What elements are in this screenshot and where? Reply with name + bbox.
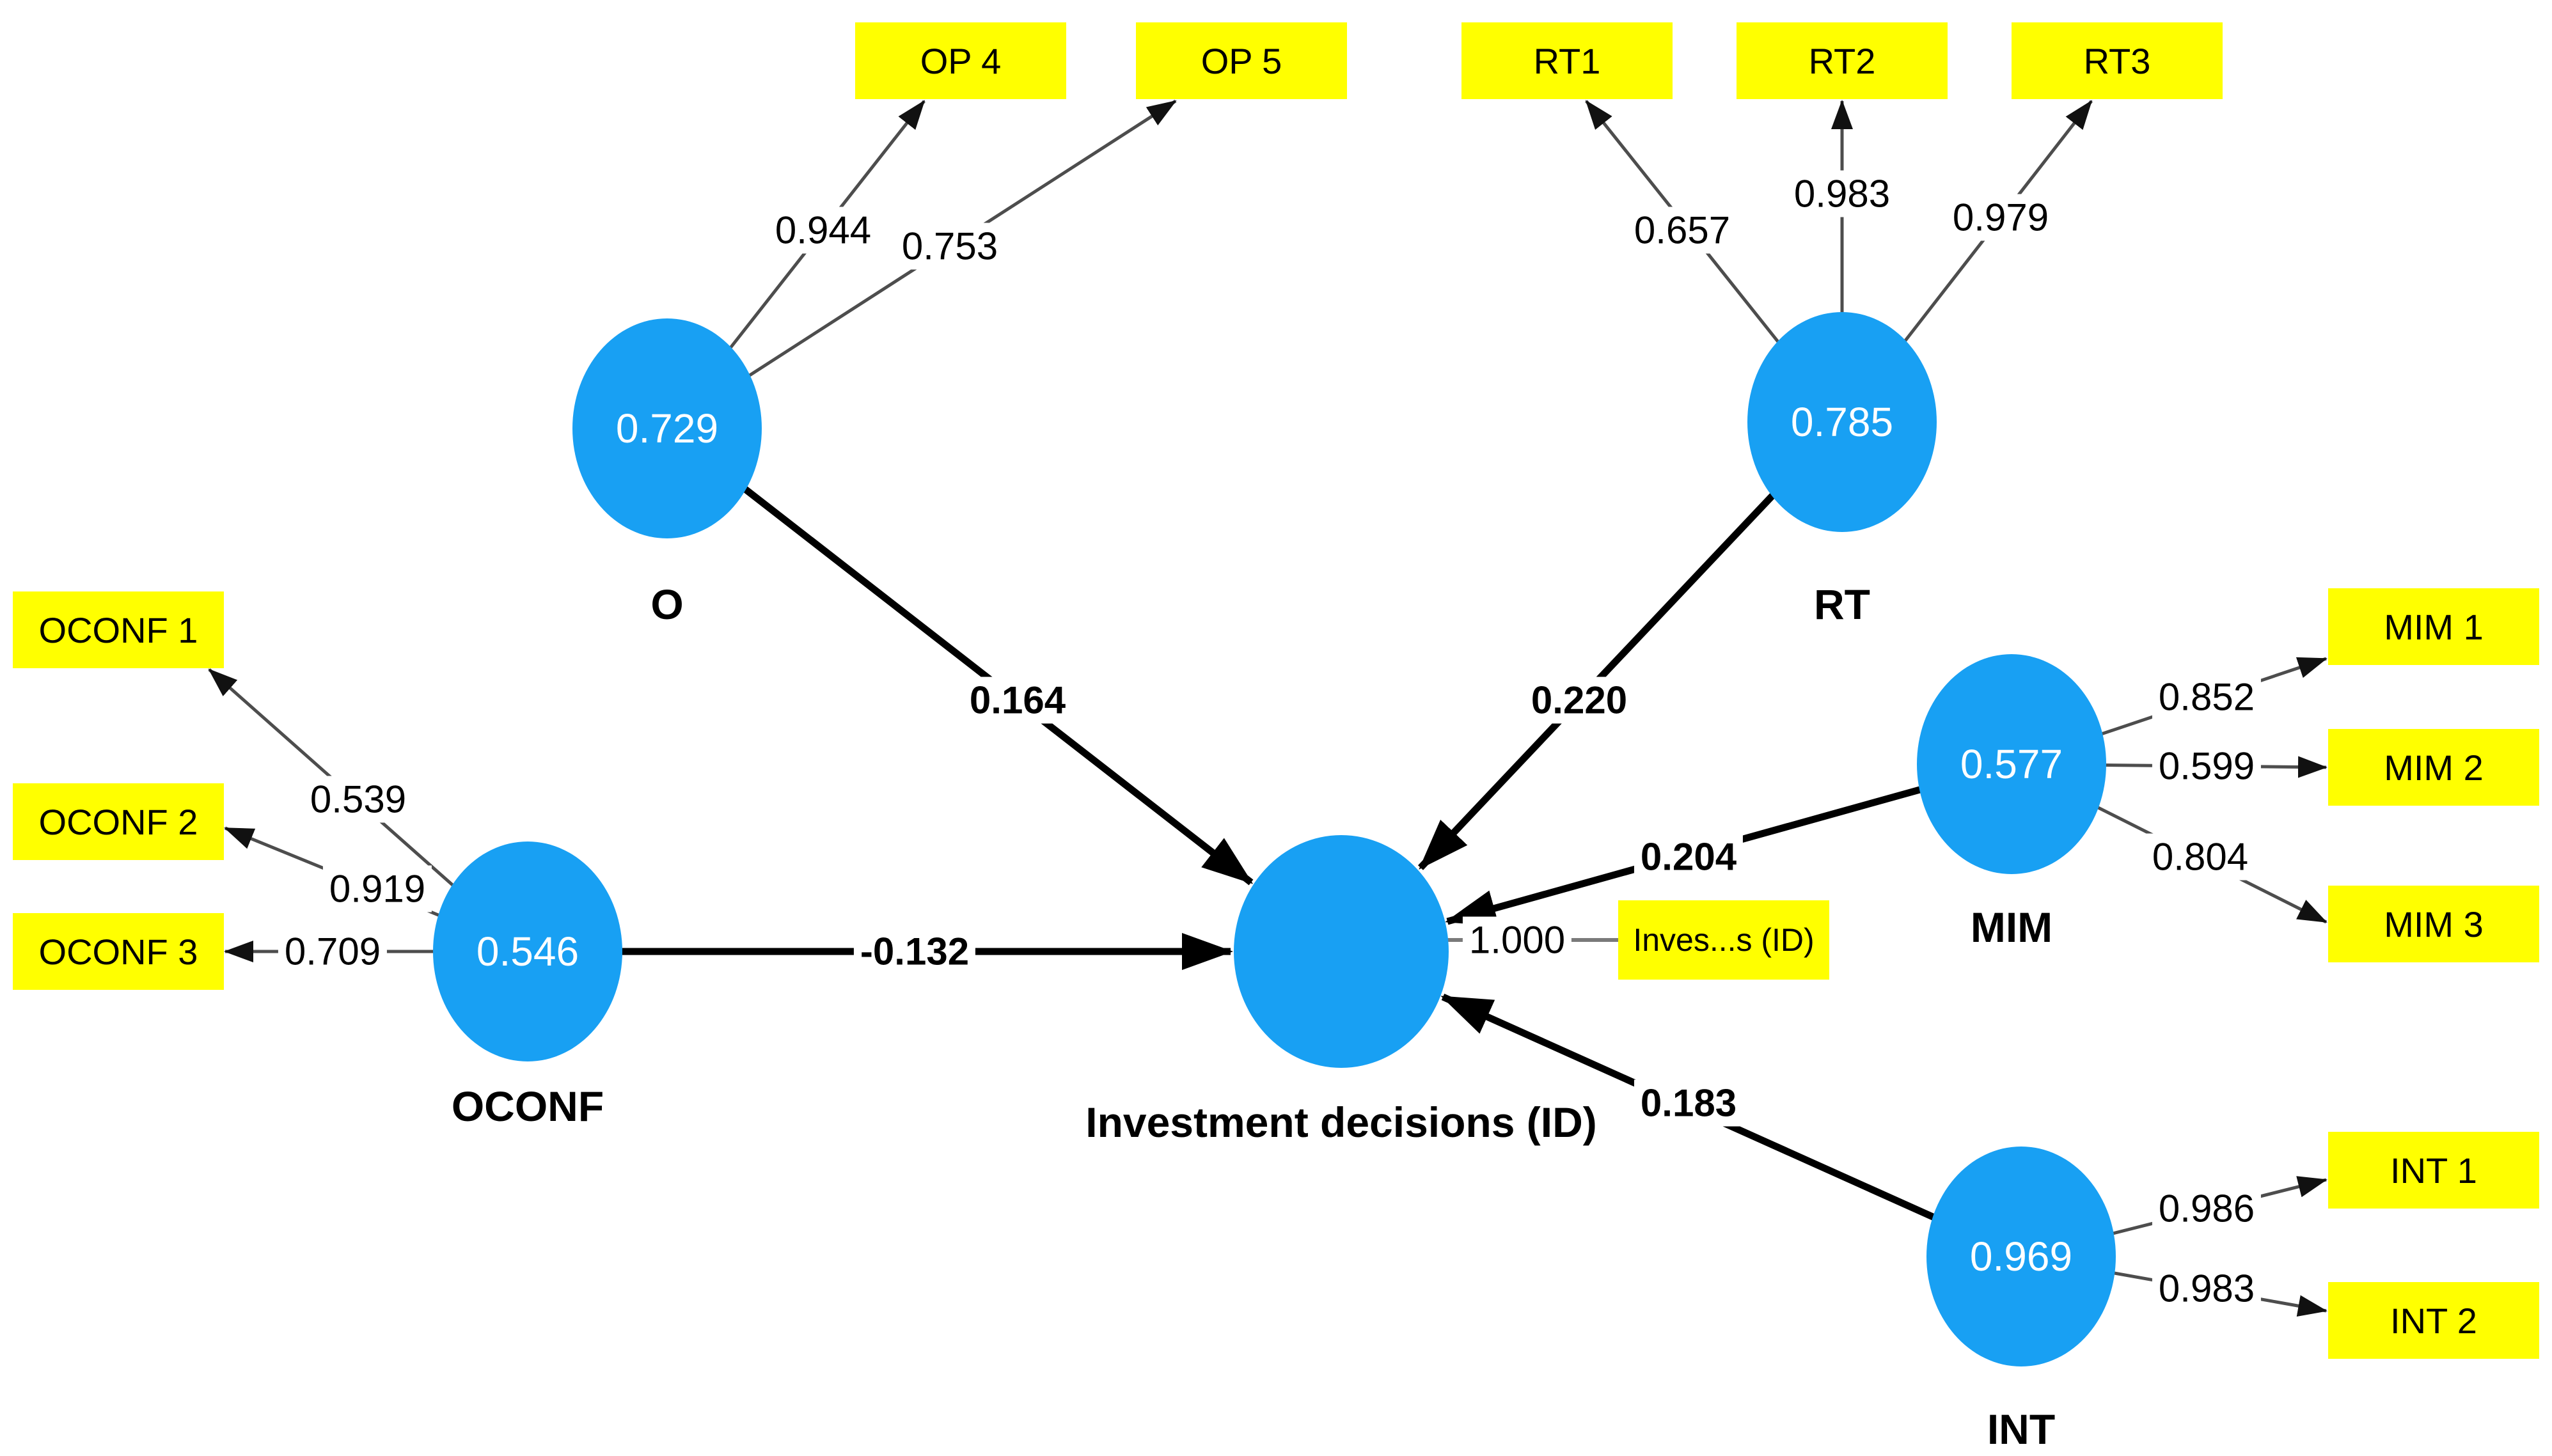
construct-int-value: 0.969	[1969, 1233, 2073, 1280]
indicator-id-single-label: Inves...s (ID)	[1633, 922, 1815, 958]
indicator-rt1: RT1	[1461, 22, 1673, 99]
indicator-mim1-label: MIM 1	[2384, 606, 2484, 647]
construct-o-value: 0.729	[615, 405, 719, 451]
indicator-oconf1: OCONF 1	[13, 591, 224, 668]
construct-id-label: Investment decisions (ID)	[1085, 1099, 1597, 1146]
construct-mim-label: MIM	[1970, 904, 2053, 951]
indicator-mim3: MIM 3	[2328, 886, 2539, 962]
loading-int1: 0.986	[2152, 1185, 2262, 1232]
indicator-oconf2-label: OCONF 2	[38, 801, 198, 842]
indicator-op5: OP 5	[1136, 22, 1347, 99]
indicator-mim1: MIM 1	[2328, 588, 2539, 665]
indicator-op5-label: OP 5	[1201, 40, 1282, 81]
indicator-int2: INT 2	[2328, 1282, 2539, 1359]
indicator-rt1-label: RT1	[1533, 40, 1601, 81]
indicator-op4-label: OP 4	[920, 40, 1002, 81]
indicator-int1: INT 1	[2328, 1132, 2539, 1209]
loading-rt1: 0.657	[1627, 207, 1737, 254]
loading-op4: 0.944	[768, 207, 878, 254]
construct-mim: 0.577	[1917, 654, 2106, 874]
indicator-oconf1-label: OCONF 1	[38, 609, 198, 650]
path-coef-oconf-id: -0.132	[853, 928, 976, 975]
indicator-rt2: RT2	[1737, 22, 1948, 99]
indicator-op4: OP 4	[855, 22, 1066, 99]
path-coef-int-id: 0.183	[1634, 1079, 1744, 1127]
loading-oconf2: 0.919	[322, 865, 432, 912]
arrow-o-id	[665, 425, 1254, 886]
construct-rt-label: RT	[1814, 581, 1870, 628]
construct-oconf-label: OCONF	[451, 1083, 604, 1130]
construct-oconf-value: 0.546	[476, 928, 579, 975]
construct-o: 0.729	[572, 318, 762, 538]
construct-int: 0.969	[1926, 1147, 2116, 1366]
loading-oconf3: 0.709	[278, 928, 388, 975]
construct-rt-value: 0.785	[1790, 399, 1894, 445]
loading-rt2: 0.983	[1787, 170, 1897, 217]
loading-mim1: 0.852	[2152, 673, 2262, 721]
indicator-mim2-label: MIM 2	[2384, 747, 2484, 788]
path-coef-o-id: 0.164	[963, 677, 1073, 724]
construct-int-label: INT	[1987, 1405, 2056, 1453]
path-coef-rt-id: 0.220	[1524, 677, 1634, 724]
indicator-id-single: Inves...s (ID)	[1618, 900, 1829, 980]
indicator-oconf3-label: OCONF 3	[38, 931, 198, 972]
indicator-rt3: RT3	[2012, 22, 2223, 99]
indicator-int2-label: INT 2	[2390, 1300, 2477, 1341]
construct-mim-value: 0.577	[1960, 741, 2063, 787]
loading-mim2: 0.599	[2152, 742, 2262, 790]
construct-oconf: 0.546	[433, 842, 622, 1061]
loading-op5: 0.753	[895, 223, 1005, 270]
indicator-oconf3: OCONF 3	[13, 913, 224, 990]
indicator-rt3-label: RT3	[2083, 40, 2151, 81]
construct-o-label: O	[650, 581, 684, 628]
indicator-int1-label: INT 1	[2390, 1150, 2477, 1191]
loading-int2: 0.983	[2152, 1265, 2262, 1312]
arrow-int-id	[1440, 993, 2023, 1260]
loading-mim3: 0.804	[2145, 833, 2255, 881]
loading-oconf1: 0.539	[303, 776, 413, 823]
construct-rt: 0.785	[1747, 312, 1937, 532]
loading-id-single: 1.000	[1462, 916, 1572, 964]
loading-rt3: 0.979	[1946, 194, 2056, 241]
indicator-mim2: MIM 2	[2328, 729, 2539, 806]
path-coef-mim-id: 0.204	[1634, 833, 1744, 881]
indicator-mim3-label: MIM 3	[2384, 904, 2484, 944]
construct-id	[1234, 835, 1449, 1068]
indicator-oconf2: OCONF 2	[13, 783, 224, 860]
indicator-rt2-label: RT2	[1808, 40, 1876, 81]
